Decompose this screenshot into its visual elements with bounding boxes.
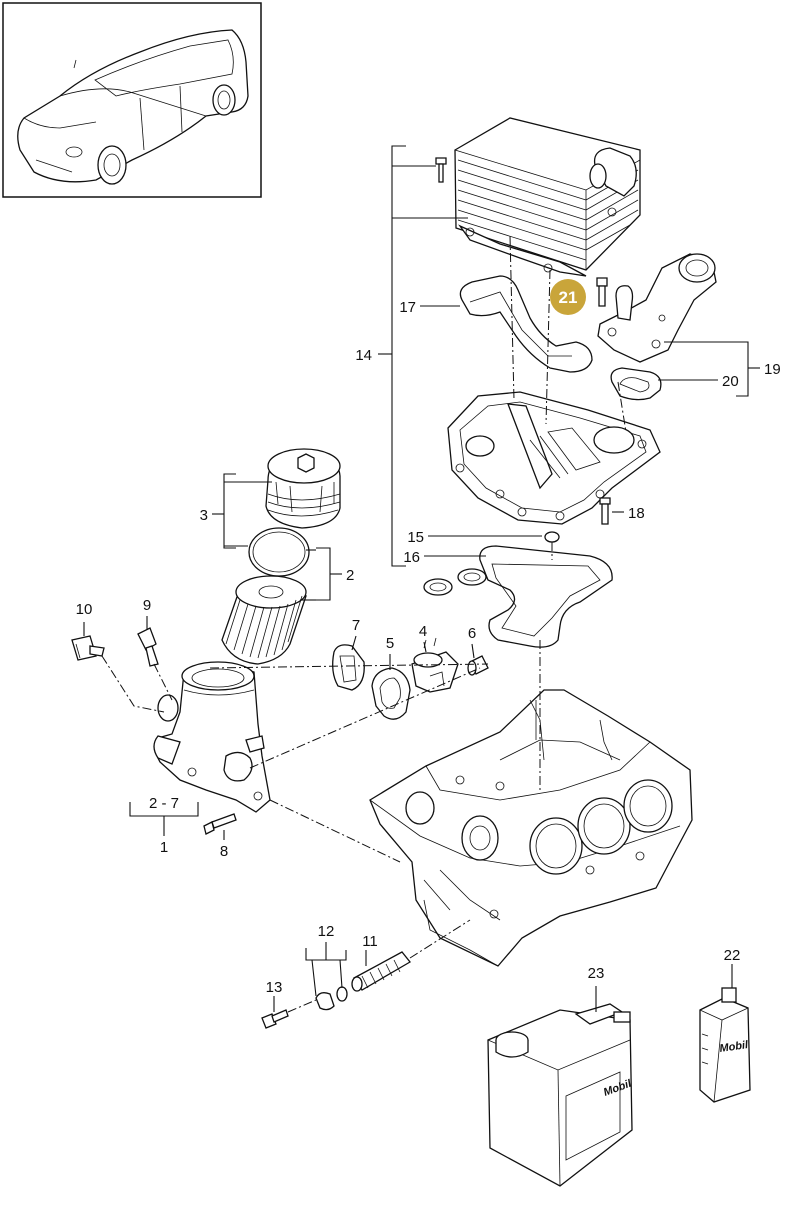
callout-14: 14 — [355, 347, 372, 364]
oil-pressure-sensor — [71, 635, 105, 661]
oil-temp-sensor — [137, 627, 159, 667]
callout-15: 15 — [407, 529, 424, 546]
bolt-13 — [261, 1009, 289, 1029]
callout-17: 17 — [399, 299, 416, 316]
callout-20: 20 — [722, 373, 739, 390]
bottle-brand-label: Mobil — [719, 1039, 750, 1055]
o-ring-15 — [544, 531, 560, 543]
callout-4: 4 — [419, 623, 427, 640]
callout-7: 7 — [352, 617, 360, 634]
part-21-bolt — [596, 277, 608, 307]
gasket-5 — [371, 667, 411, 720]
cooler-bolt — [435, 157, 447, 183]
callout-23: 23 — [588, 965, 605, 982]
callout-11: 11 — [362, 933, 378, 950]
callout-22: 22 — [724, 947, 741, 964]
callout-3: 3 — [200, 507, 208, 524]
oil-canister: Mobil — [487, 1003, 634, 1187]
callout-19: 19 — [764, 361, 781, 378]
callout-16: 16 — [403, 549, 420, 566]
callout-2: 2 — [346, 567, 354, 584]
cooler-gasket — [459, 275, 593, 373]
leader-lines — [83, 145, 760, 1012]
filter-o-ring — [248, 527, 310, 577]
callout-2-7: 2 - 7 — [149, 795, 179, 812]
callout-21-label: 21 — [559, 288, 578, 307]
oil-filter-cap — [265, 448, 341, 529]
callout-5: 5 — [386, 635, 394, 652]
base-gasket — [423, 545, 613, 648]
callout-10: 10 — [76, 601, 93, 618]
plug-6 — [467, 655, 489, 676]
callout-labels: 14 17 15 16 18 19 20 3 2 10 9 2 - 7 1 8 … — [76, 299, 781, 996]
seal-12 — [315, 986, 348, 1011]
oil-filter-housing — [153, 661, 271, 813]
oil-module-base — [447, 391, 661, 525]
seal-7 — [332, 644, 365, 691]
assembly-lines — [101, 235, 627, 1013]
oil-cooler — [454, 117, 641, 277]
callout-13: 13 — [266, 979, 283, 996]
vehicle-thumbnail — [2, 2, 262, 198]
callout-12: 12 — [318, 923, 335, 940]
thermostat-housing — [597, 253, 717, 363]
part-21-highlight-badge[interactable]: 21 — [550, 279, 586, 315]
pipe-11 — [351, 951, 411, 992]
engine-block — [369, 689, 693, 967]
module-bolt — [599, 497, 611, 525]
oil-filter-element — [221, 575, 307, 665]
callout-9: 9 — [143, 597, 151, 614]
callout-8: 8 — [220, 843, 228, 860]
thermostat-4 — [411, 637, 459, 693]
housing-bolt — [203, 813, 237, 835]
callout-6: 6 — [468, 625, 476, 642]
oil-bottle: Mobil — [699, 987, 751, 1103]
callout-1: 1 — [160, 839, 168, 856]
callout-18: 18 — [628, 505, 645, 522]
